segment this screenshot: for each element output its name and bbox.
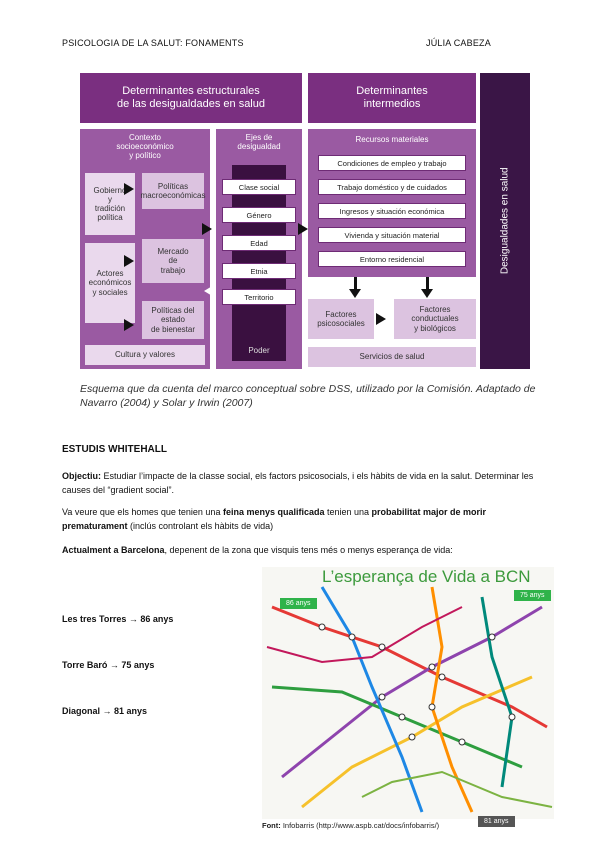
axis-item: Edad [222, 235, 296, 251]
power-label: Poder [248, 345, 270, 355]
macro-box: Políticas macroeconómicas [141, 173, 205, 209]
resource-item: Trabajo doméstico y de cuidados [318, 179, 466, 195]
arrow-down-icon [349, 289, 361, 298]
arrow-right-icon [376, 313, 386, 325]
source-text: Infobarris (http://www.aspb.cat/docs/inf… [280, 821, 440, 830]
list-item: Les tres Torres → 86 anys [62, 614, 174, 624]
metro-map [262, 567, 554, 819]
objective-paragraph: Objectiu: Estudiar l’impacte de la class… [62, 470, 542, 497]
diagram-caption: Esquema que da cuenta del marco conceptu… [80, 383, 536, 410]
arrow-right-icon [124, 183, 134, 195]
axis-item: Clase social [222, 179, 296, 195]
structural-title: Determinantes estructurales de las desig… [80, 73, 302, 123]
map-title: L’esperança de Vida a BCN [322, 567, 531, 586]
resource-item: Vivienda y situación material [318, 227, 466, 243]
arrow-down-icon [421, 289, 433, 298]
objective-label: Objectiu: [62, 471, 102, 481]
finding-paragraph: Va veure que els homes que tenien una fe… [62, 506, 542, 533]
psychosocial-box: Factores psicosociales [308, 299, 374, 339]
list-item: Diagonal → 81 anys [62, 706, 148, 716]
metro-lines-graphic [262, 567, 554, 819]
text-span: Va veure que els homes que tenien una [62, 507, 223, 517]
arrow-right-icon [124, 255, 134, 267]
bold-span: Actualment a Barcelona [62, 545, 165, 555]
services-box: Servicios de salud [308, 347, 476, 367]
market-box: Mercado de trabajo [142, 239, 204, 283]
arrow-right-icon [298, 223, 308, 235]
axis-item: Territorio [222, 289, 296, 305]
map-source: Font: Infobarris (http://www.aspb.cat/do… [262, 821, 439, 830]
inequalities-column: Desigualdades en salud [480, 73, 530, 369]
dss-diagram: Determinantes estructurales de las desig… [80, 73, 530, 373]
arrow-stem [354, 277, 357, 291]
source-label: Font: [262, 821, 281, 830]
axis-item: Etnia [222, 263, 296, 279]
arrow-right-icon [124, 319, 134, 331]
header-right: JÚLIA CABEZA [426, 38, 491, 48]
bold-span: probabilitat major de morir prematuramen… [62, 507, 487, 531]
culture-box: Cultura y valores [85, 345, 205, 365]
objective-text: Estudiar l’impacte de la classe social, … [62, 471, 534, 495]
list-item: Torre Baró → 75 anys [62, 660, 155, 670]
intermediate-title: Determinantes intermedios [308, 73, 476, 123]
section-title: ESTUDIS WHITEHALL [62, 444, 167, 455]
resource-item: Ingresos y situación económica [318, 203, 466, 219]
resource-item: Entorno residencial [318, 251, 466, 267]
axes-title: Ejes de desigualdad [237, 133, 281, 152]
behavioural-box: Factores conductuales y biológicos [394, 299, 476, 339]
resource-item: Condiciones de empleo y trabajo [318, 155, 466, 171]
arrow-stem [426, 277, 429, 291]
barcelona-paragraph: Actualment a Barcelona, depenent de la z… [62, 544, 542, 558]
tag-75: 75 anys [514, 590, 551, 601]
text-span: , depenent de la zona que visquis tens m… [164, 545, 453, 555]
bold-span: feina menys qualificada [222, 507, 325, 517]
text-span: (inclús controlant els hàbits de vida) [127, 520, 274, 531]
arrow-left-icon [204, 285, 214, 297]
welfare-box: Políticas del estado de bienestar [142, 301, 204, 339]
inequalities-label: Desigualdades en salud [499, 167, 511, 275]
resources-title: Recursos materiales [355, 135, 429, 144]
context-title: Contexto socioeconómico y político [116, 133, 174, 161]
arrow-right-icon [202, 223, 212, 235]
header-left: PSICOLOGIA DE LA SALUT: FONAMENTS [62, 38, 244, 48]
axis-item: Género [222, 207, 296, 223]
tag-81: 81 anys [478, 816, 515, 827]
text-span: tenien una [324, 507, 372, 517]
tag-86: 86 anys [280, 598, 317, 609]
